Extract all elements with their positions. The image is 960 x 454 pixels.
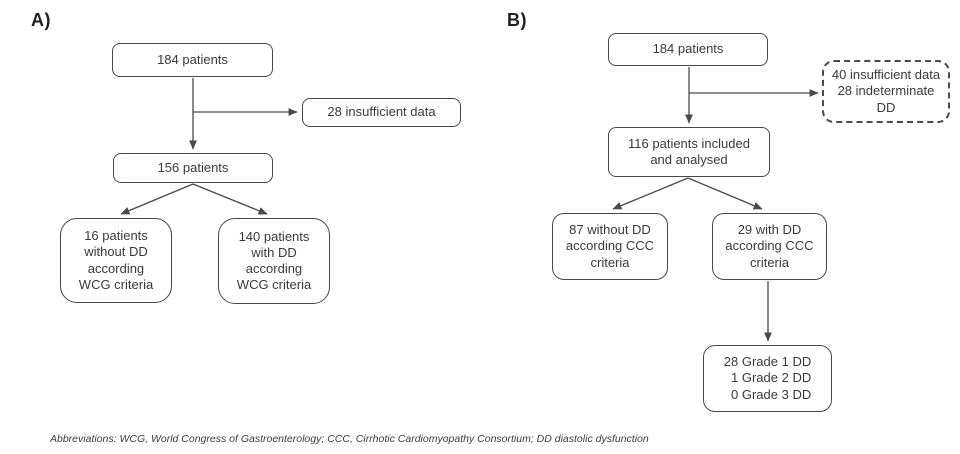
box-a-without-dd: 16 patients without DD according WCG cri…: [60, 218, 172, 303]
box-b-without-dd: 87 without DD according CCC criteria: [552, 213, 668, 280]
arrow-a-split-right: [192, 183, 268, 215]
abbreviations-note: Abbreviations: WCG, World Congress of Ga…: [50, 433, 649, 445]
box-a-with-dd: 140 patients with DD according WCG crite…: [218, 218, 330, 304]
box-a-total-patients: 184 patients: [112, 43, 273, 77]
arrow-a-split-left: [120, 183, 194, 215]
panel-b-label: B): [507, 10, 527, 30]
panel-a-label: A): [31, 10, 51, 30]
box-a-included-patients: 156 patients: [113, 153, 273, 183]
box-b-excluded-dashed: 40 insufficient data 28 indeterminate DD: [822, 60, 950, 123]
box-a-insufficient-data: 28 insufficient data: [302, 98, 461, 127]
arrow-b-split-right: [687, 177, 763, 210]
box-b-with-dd: 29 with DD according CCC criteria: [712, 213, 827, 280]
box-b-dd-grades: 28 Grade 1 DD 1 Grade 2 DD 0 Grade 3 DD: [703, 345, 832, 412]
dd-grades-text: 28 Grade 1 DD 1 Grade 2 DD 0 Grade 3 DD: [723, 354, 812, 402]
box-b-total-patients: 184 patients: [608, 33, 768, 66]
box-b-included-analysed: 116 patients included and analysed: [608, 127, 770, 177]
arrow-b-split-left: [612, 177, 689, 210]
